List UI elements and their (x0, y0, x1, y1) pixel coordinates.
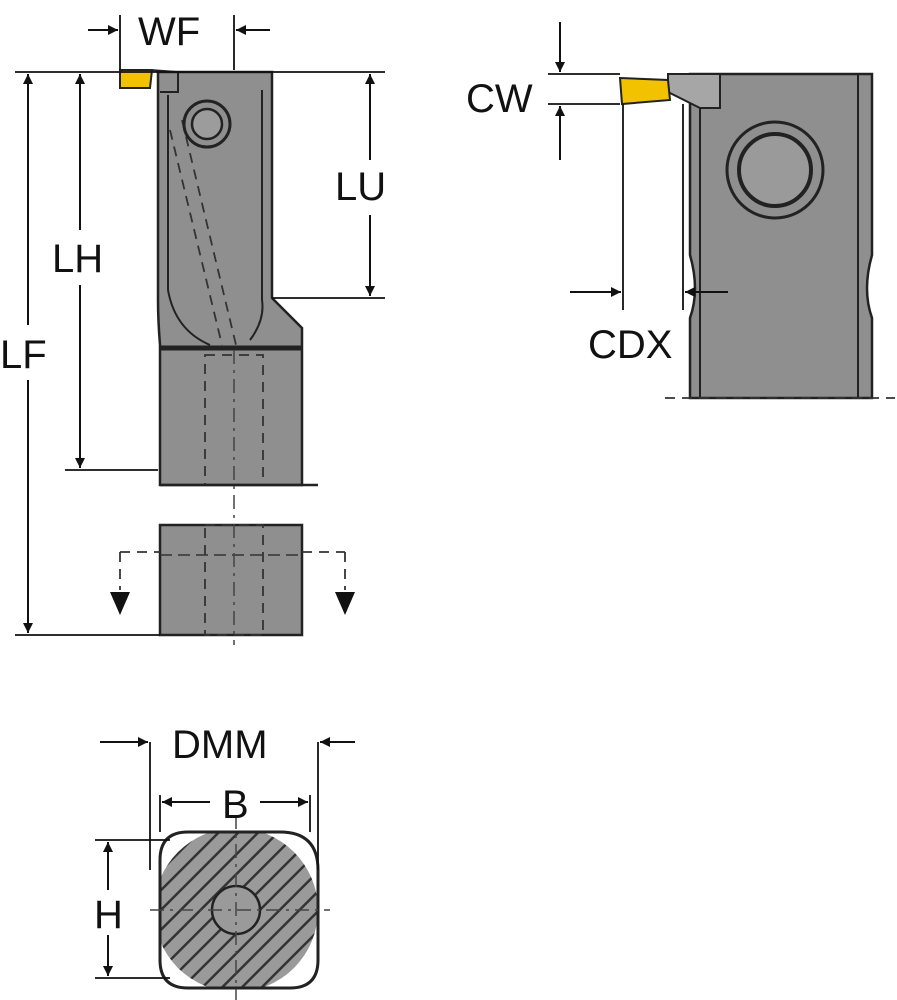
label-cw: CW (466, 77, 533, 121)
label-dmm: DMM (172, 723, 268, 767)
tool-shank (158, 523, 304, 637)
label-h: H (94, 893, 123, 937)
side-view: WF LU LH LF (0, 10, 386, 645)
insert (119, 69, 154, 89)
section-view: DMM B H (94, 723, 355, 1000)
front-view: CW CDX (466, 22, 895, 400)
label-cdx: CDX (588, 323, 672, 367)
tool-head (156, 70, 304, 487)
label-lu: LU (335, 165, 386, 209)
section-outline (158, 830, 320, 990)
label-lh: LH (52, 237, 103, 281)
label-b: B (222, 783, 249, 827)
label-lf: LF (0, 333, 47, 377)
label-wf: WF (138, 10, 200, 54)
insert-front (618, 76, 672, 106)
